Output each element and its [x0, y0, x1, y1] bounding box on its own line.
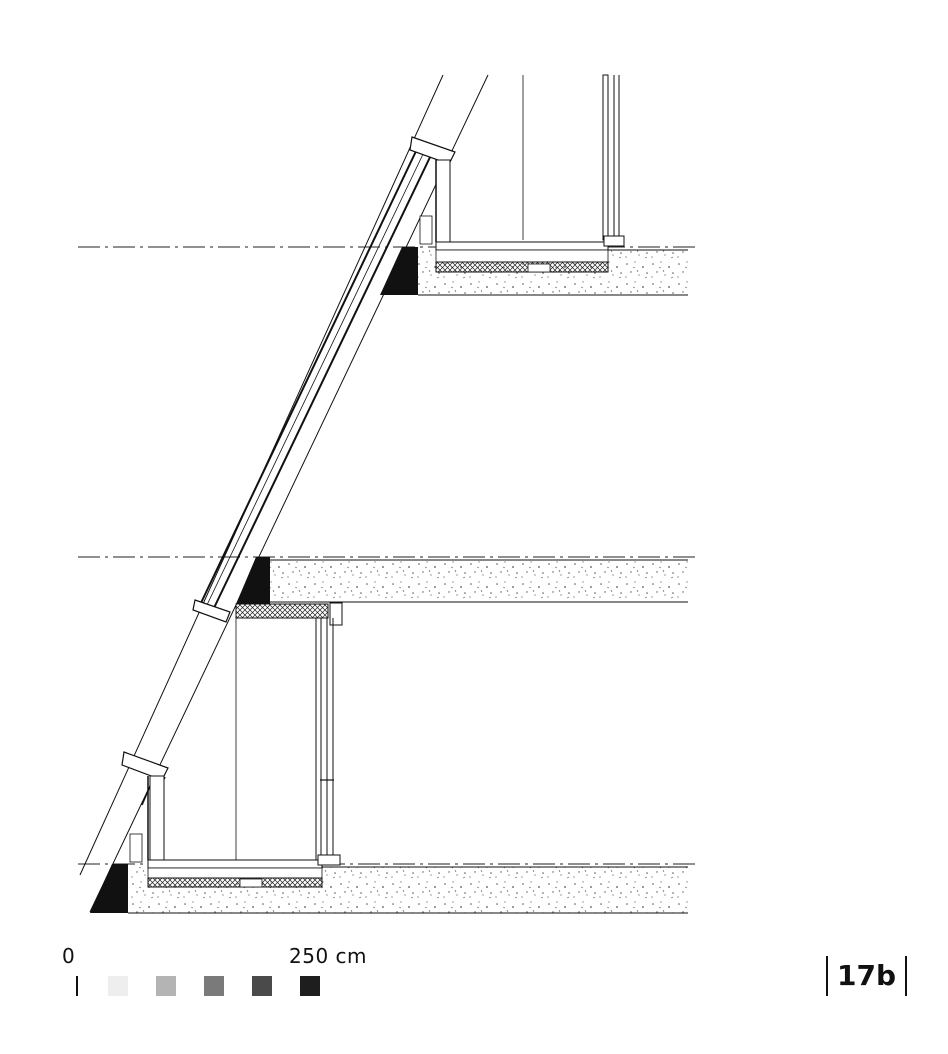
upper-slab-solid-edge [380, 247, 418, 295]
scale-start-label: 0 [62, 944, 76, 968]
lower-slab-solid-edge [90, 864, 128, 913]
figure-label: 17b [826, 956, 908, 996]
scale-start-tick [76, 976, 78, 996]
datum-lines [78, 246, 696, 865]
scale-swatch-3 [204, 976, 224, 996]
middle-slab-solid-edge [236, 557, 270, 604]
scale-swatch-5 [300, 976, 320, 996]
scale-swatch-2 [156, 976, 176, 996]
lower-slab [90, 751, 688, 914]
upper-slab [380, 74, 688, 296]
scale-swatch-1 [108, 976, 128, 996]
inclined-facade [79, 74, 489, 913]
scale-swatch-4 [252, 976, 272, 996]
scale-end-label: 250 cm [289, 944, 368, 968]
middle-slab [192, 557, 688, 861]
